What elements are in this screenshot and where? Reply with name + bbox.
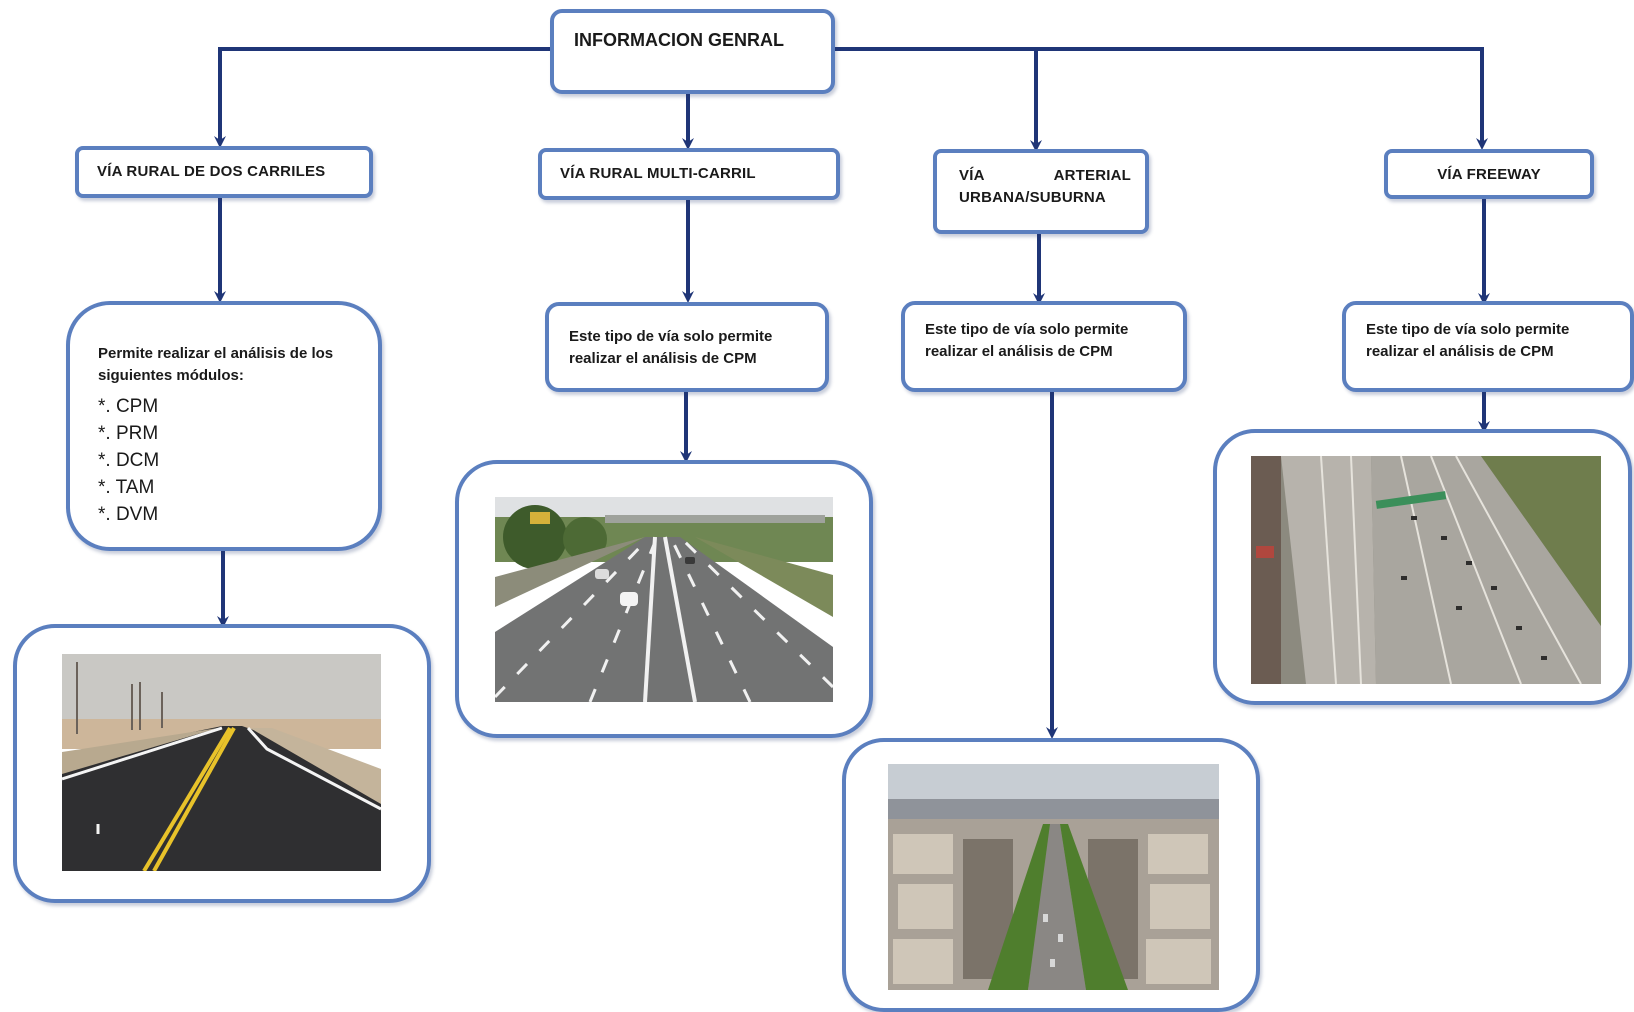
root-label: INFORMACION GENRAL bbox=[574, 30, 784, 50]
module-item: *. DVM bbox=[98, 504, 159, 525]
module-list: *. CPM *. PRM *. DCM *. TAM *. DVM bbox=[98, 393, 364, 528]
photo-frame-rural-multilane bbox=[455, 460, 873, 738]
module-item: *. PRM bbox=[98, 423, 159, 444]
description-freeway: Este tipo de vía solo permite realizar e… bbox=[1342, 301, 1634, 392]
category-title-text: VÍA FREEWAY bbox=[1437, 166, 1541, 183]
category-title-rural-two-lane: VÍA RURAL DE DOS CARRILES bbox=[75, 146, 373, 198]
root-node: INFORMACION GENRAL bbox=[550, 9, 835, 94]
category-title-text: VÍA RURAL DE DOS CARRILES bbox=[97, 163, 326, 180]
description-text: Permite realizar el análisis de los sigu… bbox=[98, 343, 364, 528]
module-item: *. CPM bbox=[98, 396, 159, 417]
description-text: Este tipo de vía solo permite realizar e… bbox=[569, 328, 773, 367]
module-item: *. DCM bbox=[98, 450, 160, 471]
urban-arterial-avenue-photo bbox=[888, 764, 1219, 990]
arrow-root-to-freeway bbox=[832, 47, 1488, 150]
description-text: Este tipo de vía solo permite realizar e… bbox=[1366, 321, 1570, 360]
module-item: *. TAM bbox=[98, 477, 155, 498]
title-word-via: VÍA bbox=[959, 167, 985, 184]
description-urban-arterial: Este tipo de vía solo permite realizar e… bbox=[901, 301, 1187, 392]
multilane-rural-highway-photo bbox=[495, 497, 833, 702]
description-rural-multilane: Este tipo de vía solo permite realizar e… bbox=[545, 302, 829, 392]
title-line-1: VÍA ARTERIAL bbox=[959, 165, 1131, 187]
category-title-text: VÍA RURAL MULTI-CARRIL bbox=[560, 165, 756, 182]
category-title-freeway: VÍA FREEWAY bbox=[1384, 149, 1594, 199]
arrow-root-to-rural-two-lane bbox=[214, 47, 553, 148]
category-title-text: VÍA ARTERIAL URBANA/SUBURNA bbox=[959, 165, 1131, 209]
two-lane-rural-road-photo bbox=[62, 654, 381, 871]
title-line-2: URBANA/SUBURNA bbox=[959, 189, 1106, 206]
photo-frame-freeway bbox=[1213, 429, 1632, 705]
description-rural-two-lane: Permite realizar el análisis de los sigu… bbox=[66, 301, 382, 551]
freeway-aerial-photo bbox=[1251, 456, 1601, 684]
description-text: Este tipo de vía solo permite realizar e… bbox=[925, 321, 1129, 360]
category-title-urban-arterial: VÍA ARTERIAL URBANA/SUBURNA bbox=[933, 149, 1149, 234]
photo-frame-rural-two-lane bbox=[13, 624, 431, 903]
photo-frame-urban-arterial bbox=[842, 738, 1260, 1012]
description-intro: Permite realizar el análisis de los sigu… bbox=[98, 345, 334, 384]
category-title-rural-multilane: VÍA RURAL MULTI-CARRIL bbox=[538, 148, 840, 200]
title-word-arterial: ARTERIAL bbox=[1053, 167, 1131, 184]
